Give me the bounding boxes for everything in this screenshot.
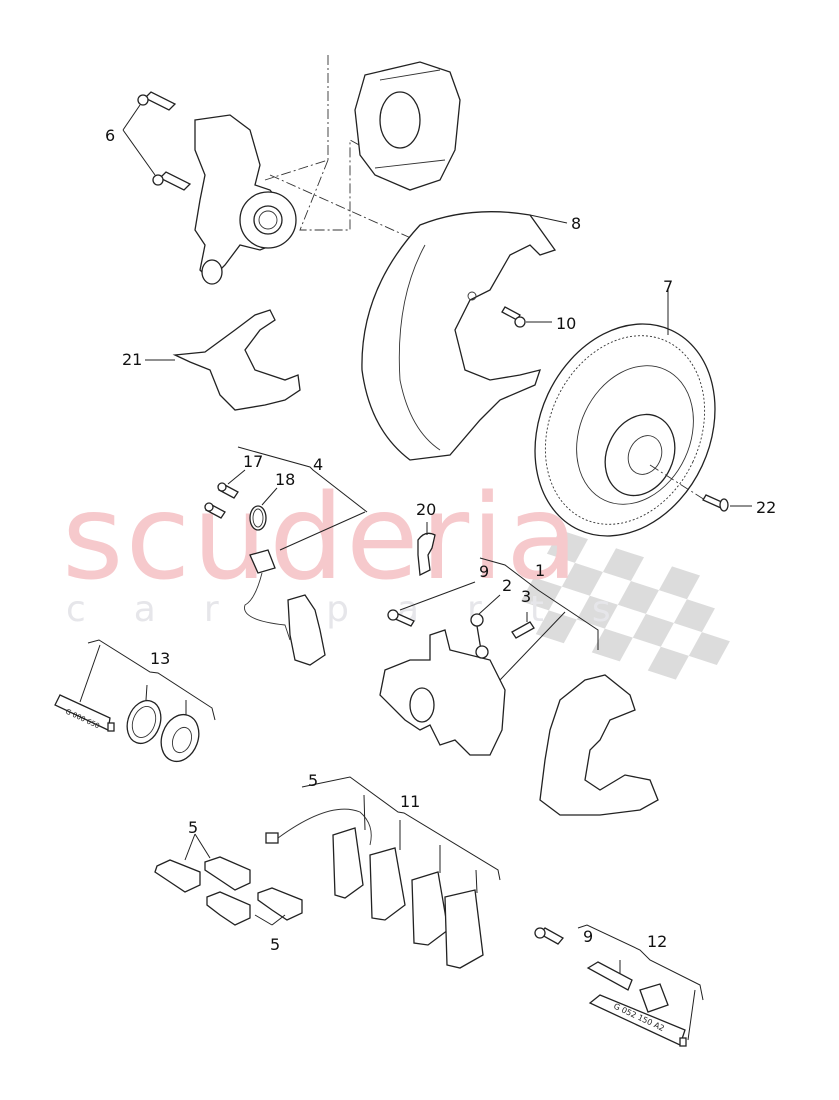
wear-sensor-group [204, 446, 368, 666]
callout-12[interactable]: 12 [647, 932, 668, 951]
callout-13[interactable]: 13 [150, 649, 171, 668]
callout-4[interactable]: 4 [313, 455, 324, 474]
watermark-main: scuderia [62, 468, 581, 606]
splash-guard-bolt [501, 306, 552, 328]
callout-17[interactable]: 17 [243, 452, 264, 471]
brake-disc [534, 290, 716, 537]
callout-7[interactable]: 7 [663, 277, 674, 296]
callout-8[interactable]: 8 [571, 214, 582, 233]
callout-21[interactable]: 21 [122, 350, 143, 369]
callout-5-sensor[interactable]: 5 [308, 771, 319, 790]
callout-2[interactable]: 2 [502, 576, 513, 595]
callout-9-guide[interactable]: 9 [583, 927, 594, 946]
retaining-clip [417, 522, 436, 577]
brake-pads [265, 776, 501, 969]
caliper-carrier [539, 674, 659, 816]
guide-pin-kit: G 052 150 A2 [534, 924, 704, 1047]
callout-11[interactable]: 11 [400, 792, 421, 811]
retaining-springs [154, 833, 303, 926]
caliper-housing [354, 61, 461, 191]
hex-bolts [122, 91, 192, 191]
callout-3[interactable]: 3 [521, 587, 532, 606]
callout-1[interactable]: 1 [535, 561, 546, 580]
bracket [145, 309, 301, 411]
countersunk-screw [702, 494, 752, 512]
callout-6[interactable]: 6 [105, 126, 116, 145]
callout-5-springs-lower[interactable]: 5 [270, 935, 281, 954]
callout-9-caliper[interactable]: 9 [479, 562, 490, 581]
callout-5-springs-upper[interactable]: 5 [188, 818, 199, 837]
steering-knuckle [194, 114, 297, 285]
callout-20[interactable]: 20 [416, 500, 437, 519]
splash-guard [361, 211, 568, 461]
wheel-bearing-kit: G 000 650 [54, 639, 216, 763]
callout-10[interactable]: 10 [556, 314, 577, 333]
callout-22[interactable]: 22 [756, 498, 777, 517]
brake-caliper [379, 557, 599, 756]
watermark-sub: car parts [66, 589, 659, 630]
callout-18[interactable]: 18 [275, 470, 296, 489]
